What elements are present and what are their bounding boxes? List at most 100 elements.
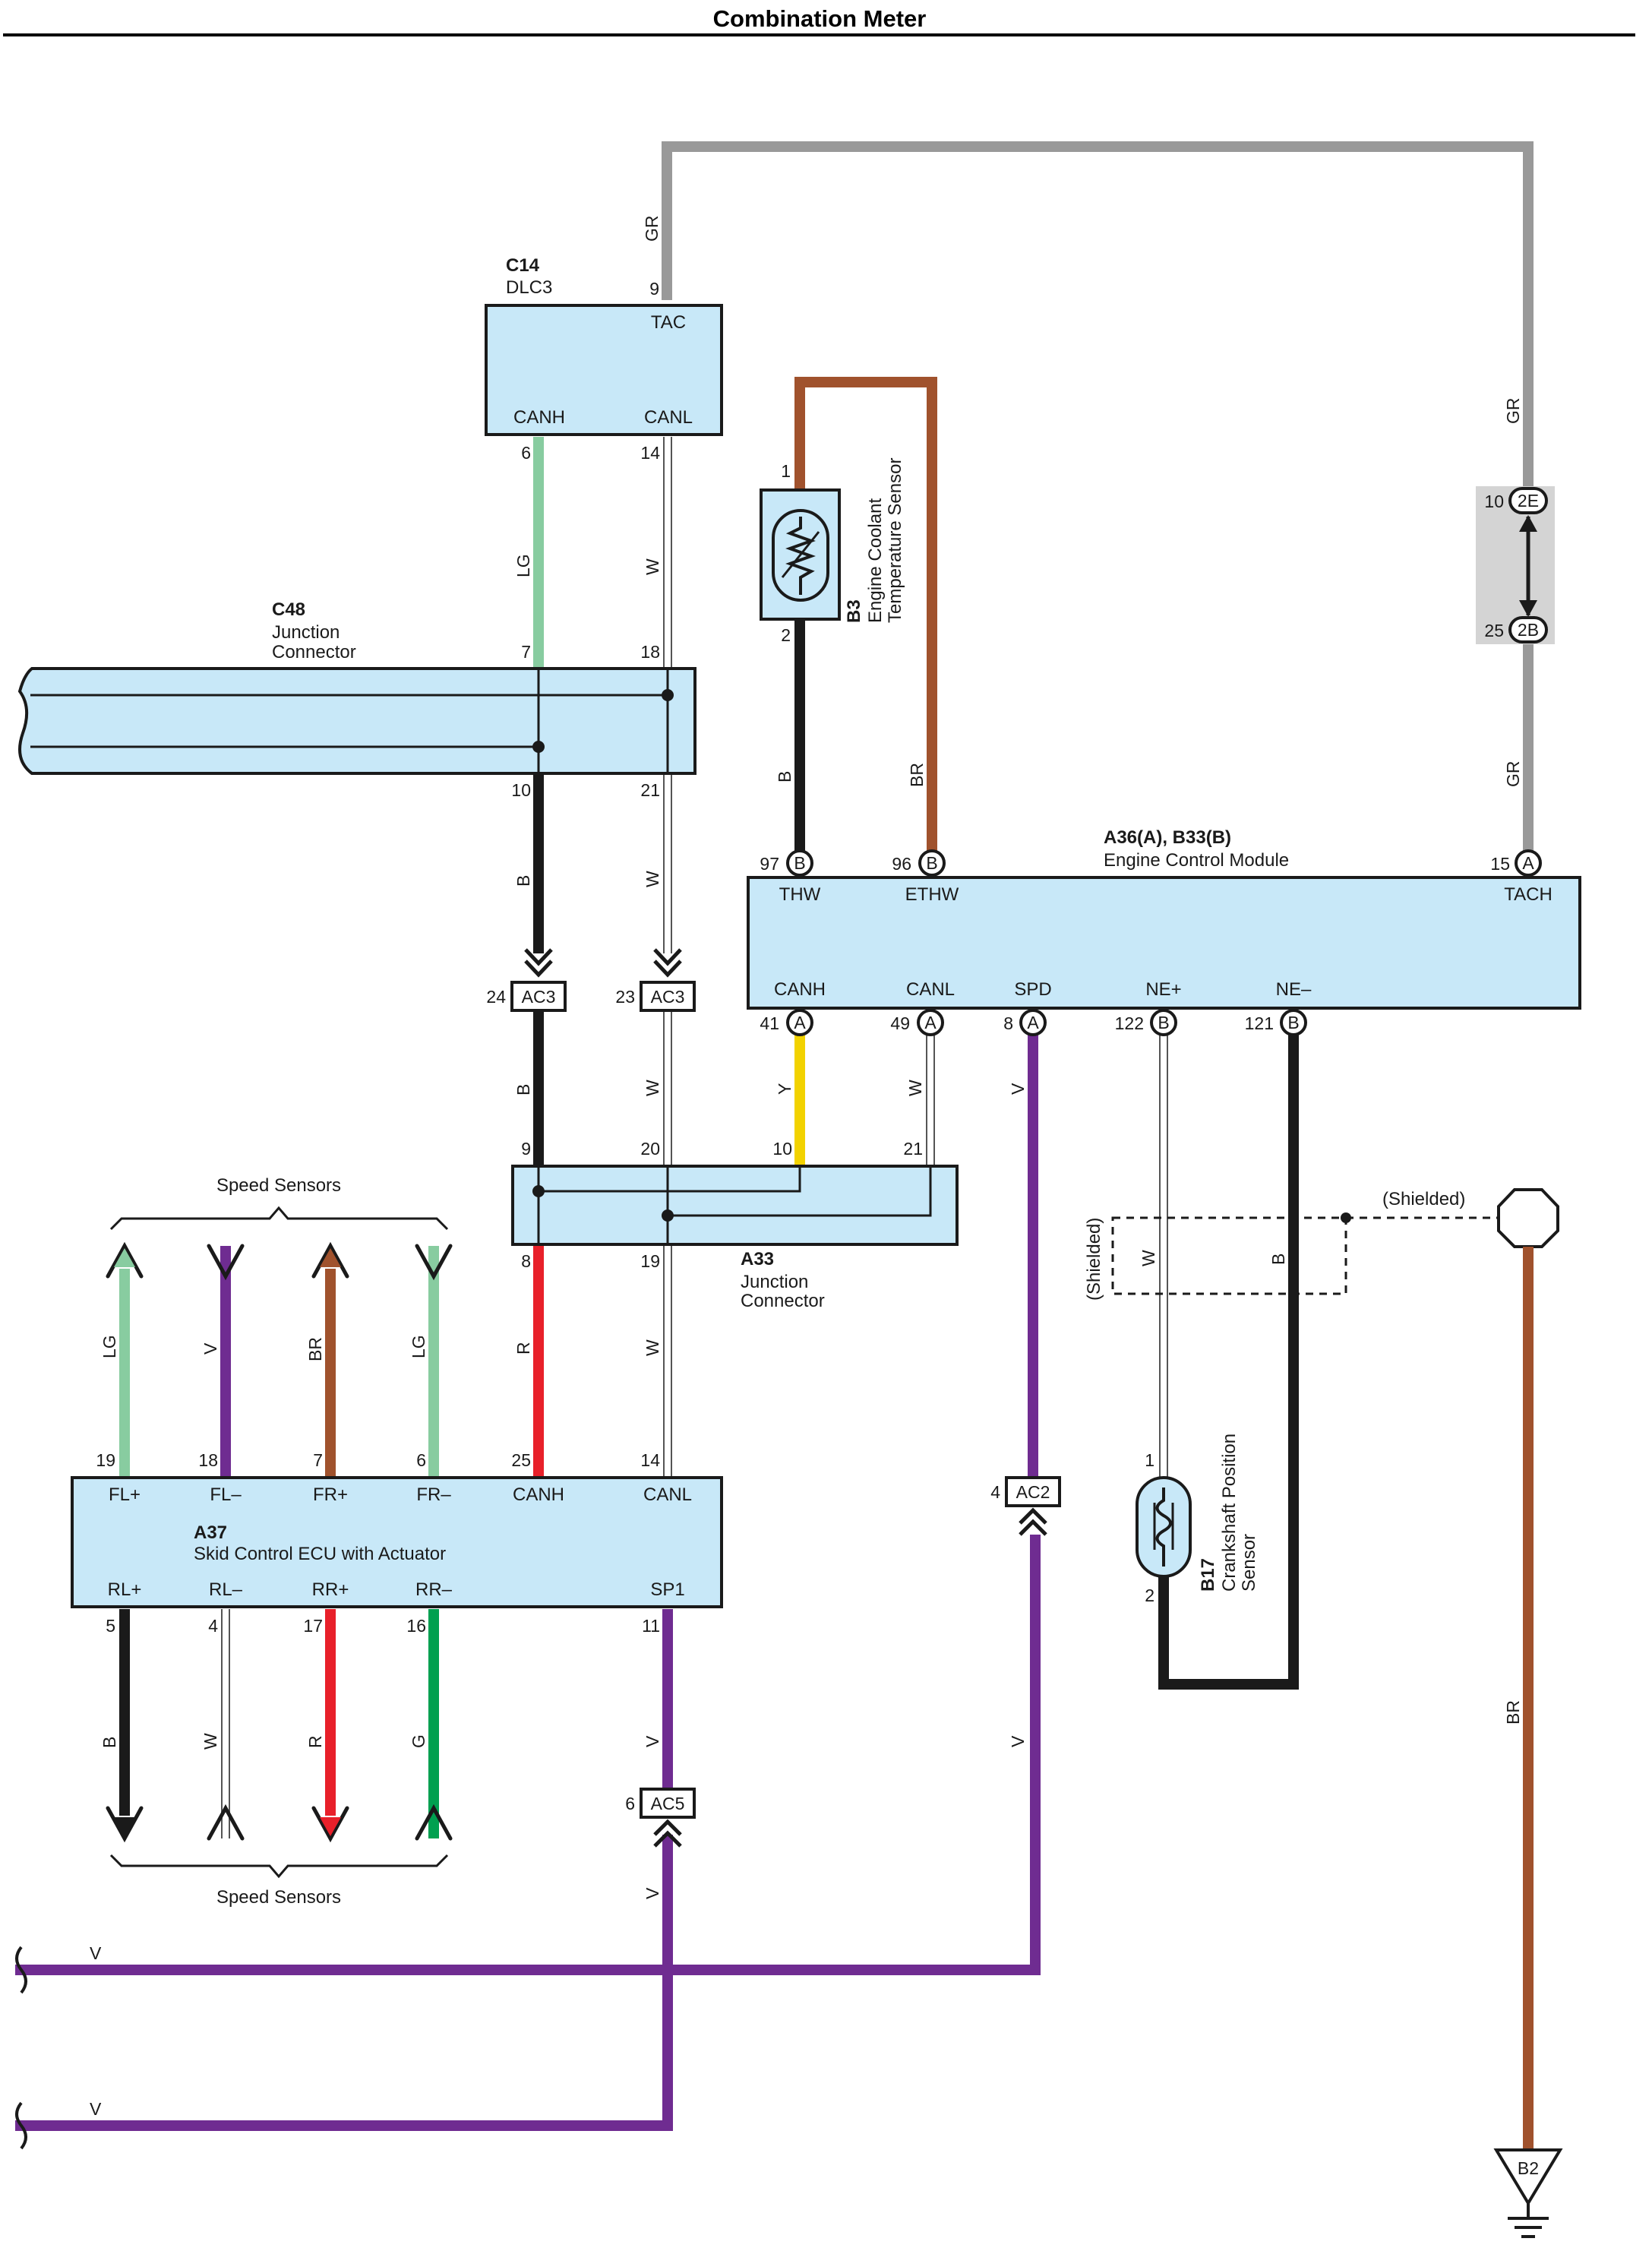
ecm-terminal-97: B bbox=[786, 849, 813, 877]
a37-code: A37 bbox=[194, 1522, 227, 1543]
ecm-terminal-15: A bbox=[1515, 849, 1542, 877]
wire-label: B bbox=[775, 771, 794, 782]
wire-label: W bbox=[1139, 1250, 1158, 1266]
wire-label: R bbox=[513, 1342, 533, 1355]
arrow-out-icon bbox=[311, 1241, 349, 1279]
pin-number: 14 bbox=[640, 1450, 660, 1470]
ecm-pin-canl: CANL bbox=[906, 979, 955, 1000]
pin-number: 11 bbox=[642, 1616, 660, 1636]
b3-thermistor-arrow bbox=[781, 531, 820, 578]
wire-label: GR bbox=[1503, 761, 1523, 788]
svg-text:B: B bbox=[1158, 1013, 1169, 1032]
pin-number: 21 bbox=[640, 780, 660, 800]
a33-junction-box bbox=[511, 1165, 959, 1246]
pin-number: 1 bbox=[1145, 1450, 1155, 1470]
pin-number: 1 bbox=[781, 461, 791, 481]
wire-label: GR bbox=[1503, 398, 1523, 425]
speed-sensors-bottom-brace bbox=[109, 1854, 449, 1879]
pin-number: 10 bbox=[772, 1139, 792, 1159]
b17-coil-icon bbox=[1155, 1487, 1172, 1567]
wire-label: W bbox=[201, 1733, 220, 1750]
shielded-label-right: (Shielded) bbox=[1382, 1189, 1465, 1209]
svg-text:A: A bbox=[1027, 1013, 1039, 1032]
a37-pin-canh: CANH bbox=[513, 1484, 564, 1505]
wire-br-b3-ethw bbox=[794, 377, 937, 858]
pin-numbers: 9 6 14 7 18 10 21 24 23 9 20 10 21 8 19 … bbox=[96, 279, 1510, 1813]
b17-name-line1: Crankshaft Position bbox=[1219, 1434, 1240, 1592]
wire-v-bus-upper bbox=[15, 1535, 1041, 1975]
pin-number: 41 bbox=[760, 1013, 779, 1033]
junction-2e-2b-box bbox=[1476, 486, 1555, 644]
pin-number: 4 bbox=[208, 1616, 218, 1636]
svg-text:2E: 2E bbox=[1518, 491, 1539, 511]
page-title: Combination Meter bbox=[713, 5, 927, 32]
pin-number: 9 bbox=[649, 279, 659, 299]
a37-pin-frp: FR+ bbox=[313, 1484, 348, 1505]
pin-number: 15 bbox=[1490, 854, 1510, 874]
ac5-connector: AC5 bbox=[640, 1788, 696, 1848]
pin-number: 5 bbox=[106, 1616, 115, 1636]
pin-number: 25 bbox=[1484, 621, 1504, 640]
wire-label: B bbox=[513, 1084, 533, 1095]
ecm-pin-tach: TACH bbox=[1504, 884, 1553, 905]
ecm-terminal-49: A bbox=[917, 1009, 944, 1036]
wire-label: W bbox=[643, 871, 662, 887]
c14-name: DLC3 bbox=[506, 277, 552, 298]
b3-resistor-icon bbox=[785, 517, 816, 595]
pin-number: 9 bbox=[521, 1139, 531, 1159]
a33-name-line2: Connector bbox=[741, 1291, 825, 1311]
wire-label: W bbox=[643, 558, 662, 575]
ecm-pin-thw: THW bbox=[779, 884, 821, 905]
ac3-connector-right: AC3 bbox=[640, 948, 696, 1012]
pin-number: 6 bbox=[416, 1450, 426, 1470]
pin-number: 7 bbox=[313, 1450, 323, 1470]
pin-number: 19 bbox=[96, 1450, 115, 1470]
wire-label: W bbox=[643, 1339, 662, 1356]
ecm-terminal-96: B bbox=[918, 849, 946, 877]
pin-number: 121 bbox=[1245, 1013, 1274, 1033]
shield-box bbox=[1111, 1216, 1347, 1295]
a37-pin-rrm: RR– bbox=[415, 1579, 453, 1600]
c14-pin-tac: TAC bbox=[651, 312, 686, 333]
wire-label: W bbox=[643, 1080, 662, 1096]
c14-code: C14 bbox=[506, 255, 540, 276]
ecm-name: Engine Control Module bbox=[1104, 850, 1289, 871]
c48-splice-dot bbox=[662, 689, 674, 701]
wire-label: R bbox=[305, 1735, 325, 1748]
wire-label: V bbox=[201, 1342, 220, 1355]
pin-number: 21 bbox=[903, 1139, 923, 1159]
c14-dlc3-box bbox=[485, 304, 723, 436]
pin-number: 122 bbox=[1115, 1013, 1144, 1033]
wire-label: LG bbox=[409, 1335, 428, 1358]
pin-number: 23 bbox=[615, 987, 635, 1007]
wire-label: V bbox=[90, 1943, 102, 1963]
arrow-in-icon bbox=[207, 1244, 245, 1281]
wire-label: B bbox=[99, 1737, 119, 1748]
wire-label: G bbox=[409, 1734, 428, 1748]
a37-name: Skid Control ECU with Actuator bbox=[194, 1544, 446, 1564]
ecm-terminal-121: B bbox=[1280, 1009, 1307, 1036]
pin-number: 97 bbox=[760, 854, 779, 874]
b3-name-line1: Engine Coolant bbox=[865, 498, 886, 623]
pin-number: 16 bbox=[406, 1616, 426, 1636]
pin-number: 10 bbox=[511, 780, 531, 800]
b17-name-line2: Sensor bbox=[1239, 1534, 1259, 1592]
c14-pin-canl: CANL bbox=[644, 407, 693, 428]
shielded-label-left: (Shielded) bbox=[1084, 1218, 1104, 1301]
a33-name-line1: Junction bbox=[741, 1272, 808, 1292]
wire-b-nem-b17 bbox=[1158, 1032, 1299, 1690]
a33-bus-canh bbox=[539, 1166, 801, 1193]
ecm-pin-nem: NE– bbox=[1276, 979, 1312, 1000]
wire-label: V bbox=[1008, 1735, 1028, 1747]
a37-pin-rlm: RL– bbox=[209, 1579, 243, 1600]
pin-number: 96 bbox=[892, 854, 911, 874]
svg-text:B: B bbox=[1287, 1013, 1299, 1032]
pin-number: 18 bbox=[198, 1450, 218, 1470]
svg-text:A: A bbox=[924, 1013, 937, 1032]
junction-arrow-down-icon bbox=[1519, 600, 1537, 617]
wire-label: W bbox=[905, 1080, 925, 1096]
speed-sensors-top-brace bbox=[109, 1206, 449, 1231]
wire-label: GR bbox=[642, 216, 662, 242]
wire-label: V bbox=[643, 1887, 662, 1899]
wire-label: LG bbox=[513, 554, 533, 577]
